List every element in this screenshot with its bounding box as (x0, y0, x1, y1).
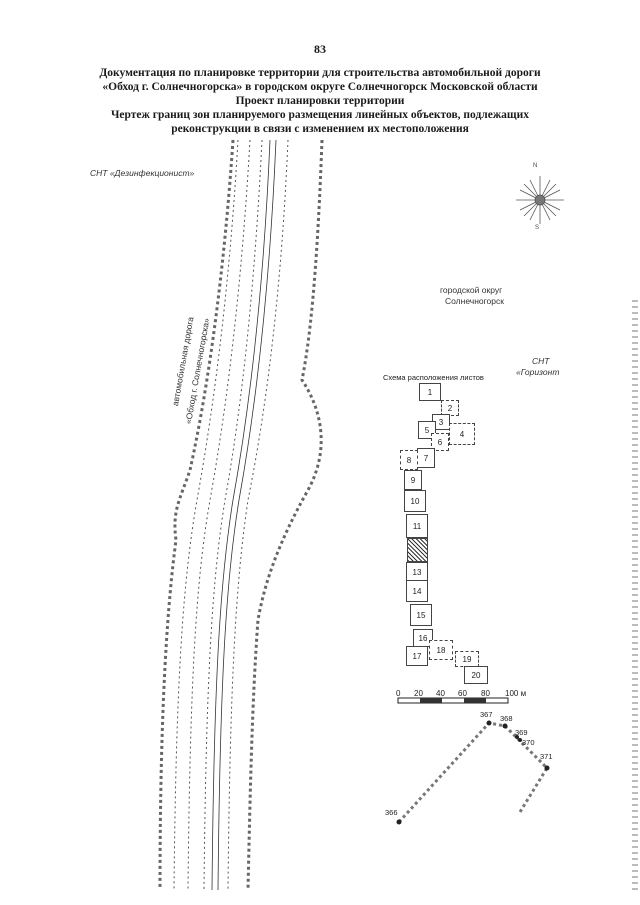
sheet-box-13: 13 (406, 562, 428, 582)
point-label-369: 369 (515, 728, 528, 737)
sheet-box-2: 2 (441, 400, 459, 416)
sheet-box-4: 4 (449, 423, 475, 445)
sheet-box-19: 19 (455, 651, 479, 667)
district-label-line-2: Солнечногорск (445, 296, 504, 306)
sheet-box-15: 15 (410, 604, 432, 626)
point-label-368: 368 (500, 714, 513, 723)
scale-bar (397, 697, 509, 704)
district-label-line-1: городской округ (440, 285, 503, 295)
snt-gorizont-label-line-2: «Горизонт (516, 367, 560, 377)
point-label-367: 367 (480, 710, 493, 719)
compass-south-label: S (535, 225, 540, 231)
sheet-scheme-title: Схема расположения листов (383, 373, 484, 382)
header-line-3: Проект планировки территории (235, 95, 405, 107)
sheet-box-11: 11 (406, 514, 428, 538)
sheet-box-14: 14 (406, 580, 428, 602)
page-number: 83 (314, 42, 326, 56)
sheet-box-9: 9 (404, 470, 422, 490)
sheet-box-20: 20 (464, 666, 488, 684)
header-line-5: реконструкции в связи с изменением их ме… (171, 123, 469, 135)
compass-rose (516, 176, 564, 224)
sheet-box-12-current (407, 538, 428, 562)
road-edge-lines (211, 139, 277, 891)
scale-tick-100: 100 м (505, 689, 527, 698)
header-line-2: «Обход г. Солнечногорска» в городском ок… (102, 81, 538, 93)
sheet-box-8: 8 (400, 450, 418, 470)
scale-tick-0: 0 (396, 689, 401, 698)
point-label-371: 371 (540, 752, 553, 761)
snt-dezinfekcionist-label: СНТ «Дезинфекционист» (90, 168, 195, 178)
header-line-4: Чертеж границ зон планируемого размещени… (110, 109, 530, 121)
sheet-box-7: 7 (417, 448, 435, 468)
sheet-box-17: 17 (406, 646, 428, 666)
snt-gorizont-label-line-1: СНТ (532, 356, 550, 366)
document-header: Документация по планировке территории дл… (40, 66, 600, 136)
scale-tick-20: 20 (414, 689, 423, 698)
boundary-points-line (396, 720, 550, 825)
scale-tick-80: 80 (481, 689, 490, 698)
zone-boundary-right (246, 139, 324, 891)
scan-edge-artifact (632, 300, 638, 890)
road-lines (173, 139, 289, 891)
sheet-box-10: 10 (404, 490, 426, 512)
header-line-1: Документация по планировке территории дл… (99, 67, 541, 79)
point-label-370: 370 (522, 738, 535, 747)
sheet-box-1: 1 (419, 383, 441, 401)
point-label-366: 366 (385, 808, 398, 817)
scale-tick-40: 40 (436, 689, 445, 698)
sheet-box-18: 18 (429, 640, 453, 660)
scale-tick-60: 60 (458, 689, 467, 698)
zone-boundary-left (158, 139, 235, 891)
sheet-box-6: 6 (431, 433, 449, 451)
compass-north-label: N (533, 163, 538, 169)
